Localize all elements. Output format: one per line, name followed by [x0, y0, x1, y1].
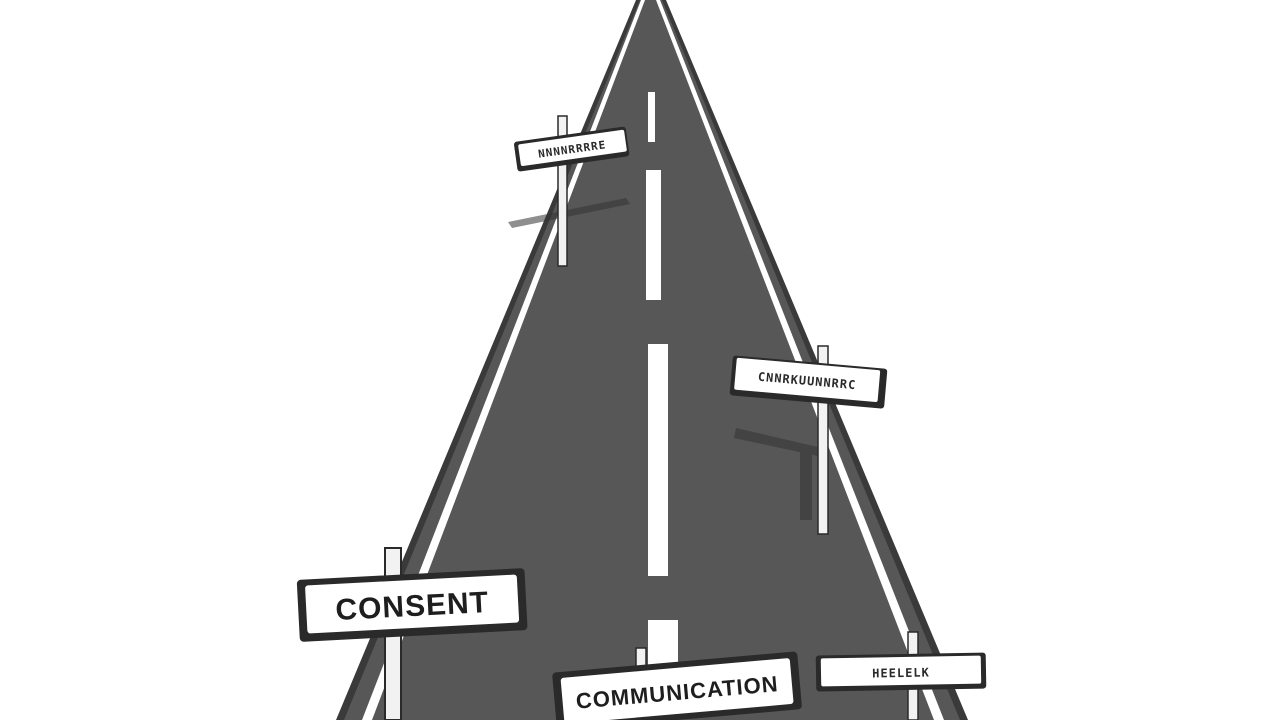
sign-post — [557, 115, 568, 267]
lane-dash — [648, 92, 655, 142]
sign-post — [817, 345, 829, 535]
communication-sign: COMMUNICATION — [552, 647, 802, 720]
bottom-right-sign: HEELELK — [815, 631, 987, 720]
top-left-sign: NNNNRRRRE — [513, 115, 630, 267]
lane-dash — [648, 344, 668, 576]
right-shoulder-line — [656, 0, 944, 720]
consent-sign: CONSENT — [296, 547, 528, 720]
sign-face — [820, 655, 982, 687]
right-middle-sign: CNNRKUUNNRRC — [729, 345, 888, 535]
sign-label: CONSENT — [335, 586, 490, 627]
sign-face — [518, 129, 627, 167]
sign-label: HEELELK — [872, 666, 930, 681]
sign-face — [305, 574, 520, 634]
left-shoulder-line — [362, 0, 645, 720]
lane-dash — [646, 170, 661, 300]
post-shadows — [508, 198, 822, 520]
sign-face — [734, 357, 881, 402]
sign-face — [560, 658, 794, 720]
